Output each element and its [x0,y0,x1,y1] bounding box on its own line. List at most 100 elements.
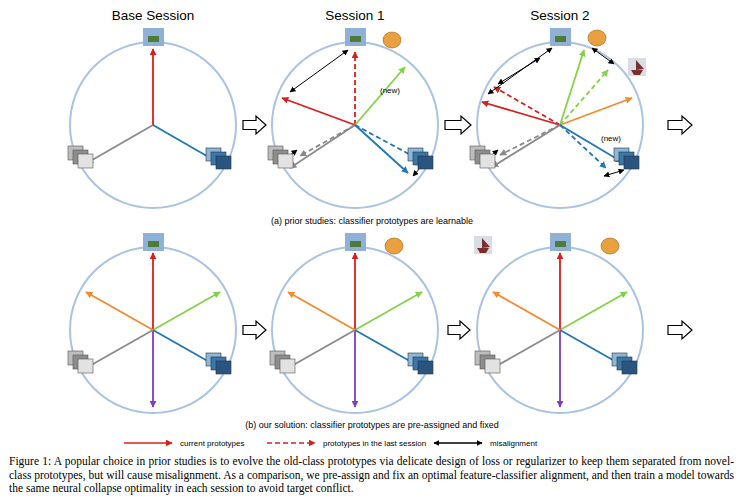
prototype-arrow-old [560,125,606,168]
prototype-arrow [492,125,560,167]
shark-image [624,156,639,169]
legend-sample [432,438,484,448]
bird-image [350,241,361,247]
misalignment-arrow [488,48,552,94]
session-arrow [243,116,266,134]
vase-image [601,238,619,254]
prototype-arrow [86,330,153,368]
feature-circle [272,42,438,208]
feature-circle [70,42,643,413]
prototype-arrow [493,330,560,368]
bird-image [550,233,571,251]
panel-label: (a) prior studies: classifier prototypes… [172,216,572,226]
boat-image [477,238,490,253]
step-arrows [243,116,692,339]
legend-item: misalignment [432,438,537,448]
bird-image [555,36,566,42]
misalignment-arrow [592,48,614,64]
vase-image [588,30,606,46]
figure-caption: Figure 1: A popular choice in prior stud… [9,455,734,496]
prototype-arrow [290,125,355,168]
prototype-arrow-old [500,125,560,155]
bird-image [550,28,571,46]
shark-image [216,156,231,169]
step-arrow [668,321,692,339]
prototype-arrows [482,50,632,168]
legend-sample [265,438,317,448]
legend-item: prototypes in the last session [265,438,426,448]
feature-circle [477,42,643,208]
boat-image [628,58,646,76]
step-arrow [668,116,692,134]
shark-image [418,361,433,374]
dog-images [68,146,500,373]
feature-circle [70,247,236,413]
misalignment-arrow [290,50,348,92]
prototype-arrow [355,67,405,125]
bird-image [345,28,366,46]
shark-images [206,148,639,374]
new-tag: (new) [601,134,641,143]
legend-sample [122,438,174,448]
legend-line [267,442,315,444]
prototype-arrow [560,98,632,125]
prototype-arrow-old [494,87,560,125]
prototype-arrow [560,50,584,125]
boat-image [631,60,644,75]
misalignment-arrows [484,48,624,176]
step-arrow [448,321,470,339]
legend-item: current prototypes [122,438,244,448]
prototype-arrow [87,125,153,163]
prototype-arrow [559,330,561,407]
bird-image [143,233,164,251]
dog-image [78,359,93,373]
dog-image [485,359,500,373]
prototype-arrow [482,102,560,125]
session-title: Session 1 [232,8,478,23]
bird-image [350,36,361,42]
shark-image [418,156,433,169]
legend-text: current prototypes [180,439,244,448]
feature-circle [477,247,643,413]
prototype-arrow [354,330,356,407]
prototype-arrow [354,253,356,330]
boat-image [474,236,492,254]
bird-image [148,36,159,42]
prototype-arrow [355,125,408,173]
prototype-arrow [152,253,154,330]
feature-circle [272,247,438,413]
legend-line [434,442,482,444]
prototype-arrow [288,292,355,330]
bird-image [143,28,164,46]
prototype-arrow [282,98,355,125]
misalignment-arrow [604,170,624,176]
session-arrow [445,116,471,134]
prototype-arrow [86,292,153,330]
session-circle: Session 2(new) [477,42,643,208]
boat-images [474,58,646,254]
session-circle: Session 1(new) [272,42,438,208]
new-tag: (new) [380,86,420,95]
vase-image [383,32,401,48]
dog-image [480,154,495,168]
legend-text: prototypes in the last session [323,439,426,448]
prototype-arrows [282,52,420,173]
prototype-arrow [493,292,560,330]
bird-image [148,241,159,247]
prototype-arrow [153,292,220,330]
prototype-arrow-old [354,52,356,125]
prototype-arrow [355,292,422,330]
prototype-arrow [152,49,154,125]
dog-image [278,154,293,168]
dog-image [280,359,295,373]
prototype-arrow [560,292,627,330]
shark-image [216,361,231,374]
prototype-arrow [560,125,622,162]
feature-circle [70,42,236,208]
panel-label: (b) our solution: classifier prototypes … [172,420,572,430]
prototype-arrow [355,330,422,368]
legend-text: misalignment [490,439,537,448]
prototype-arrow [152,330,154,407]
fixed-prototypes [86,253,627,407]
session-title: Base Session [30,8,276,23]
